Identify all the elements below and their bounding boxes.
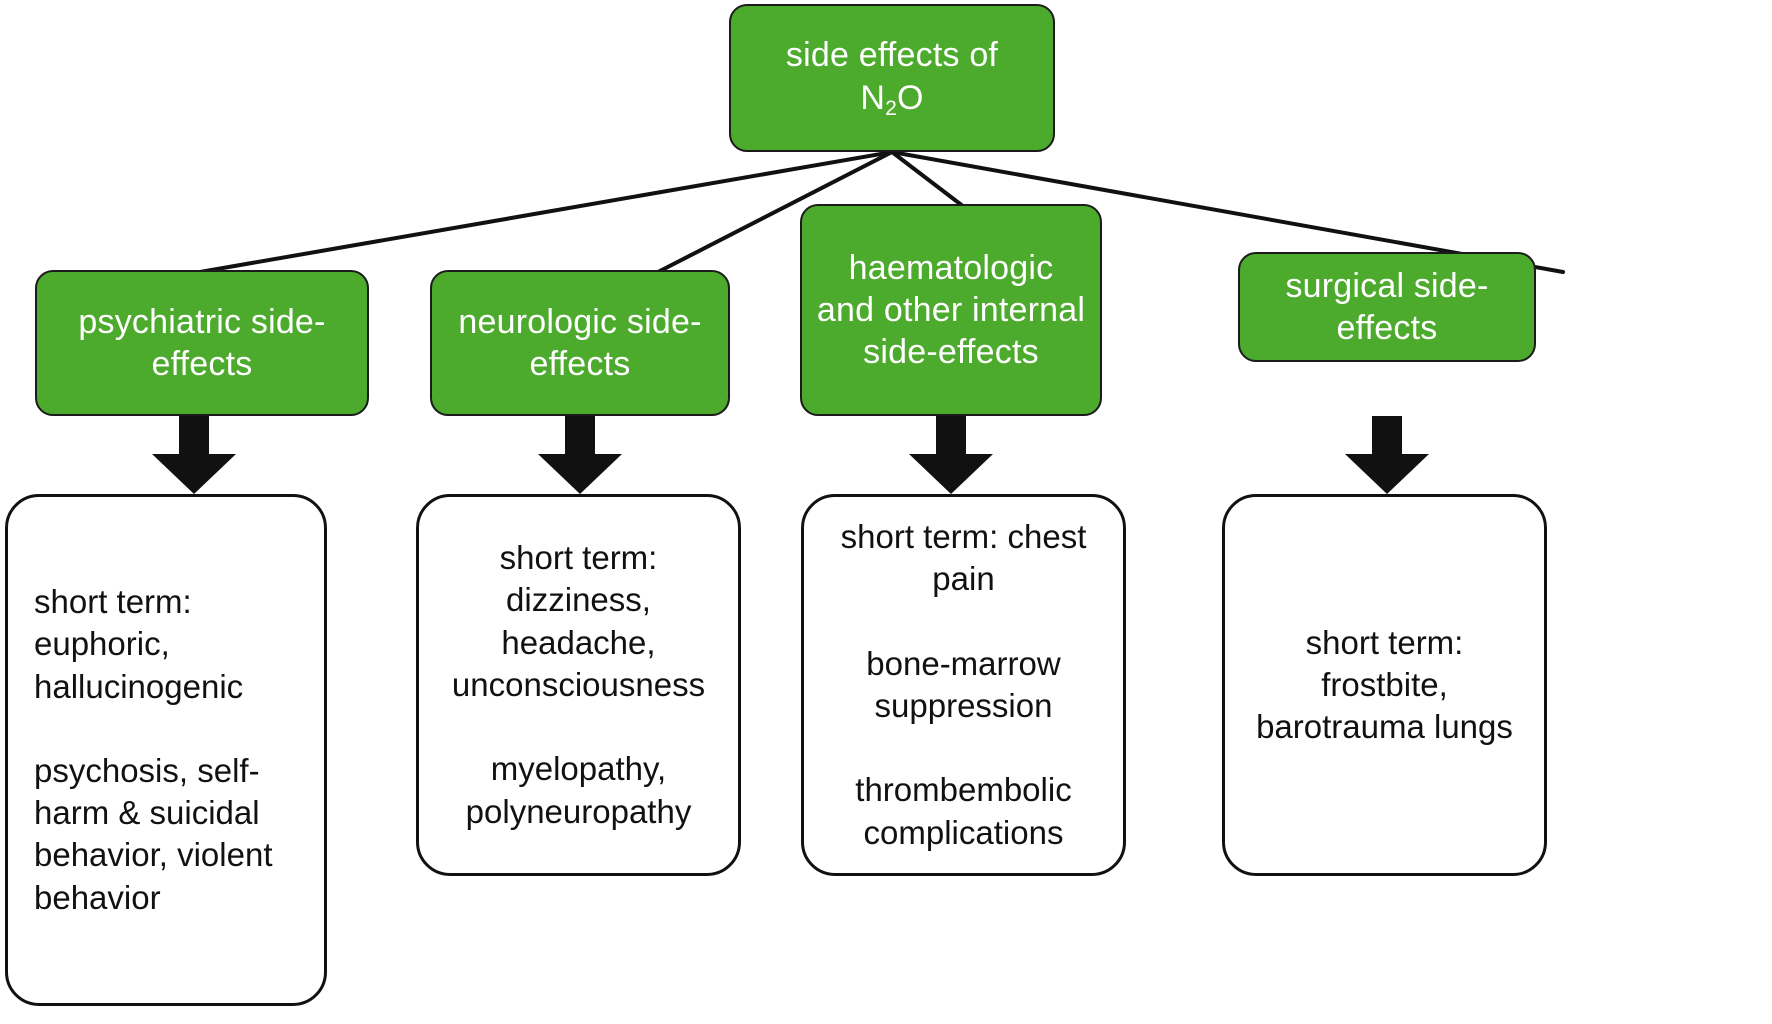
category-label-haematologic: haematologic and other internal side-eff…	[816, 248, 1086, 372]
category-node-surgical[interactable]: surgical side-effects	[1238, 252, 1536, 362]
connector-root-to-psychiatric	[198, 150, 894, 274]
root-node-label: side effects of N2O	[745, 34, 1039, 121]
down-arrow-icon-psychiatric	[152, 416, 236, 494]
detail-node-surgical[interactable]: short term: frostbite, barotrauma lungs	[1222, 494, 1547, 876]
detail-text-haematologic: short term: chest pain bone-marrow suppr…	[840, 518, 1087, 851]
down-arrow-icon-surgical	[1345, 416, 1429, 494]
category-label-surgical: surgical side-effects	[1285, 266, 1489, 347]
detail-node-neurologic[interactable]: short term: dizziness, headache, unconsc…	[416, 494, 741, 876]
root-formula: N2O	[860, 78, 924, 120]
formula-subscript: 2	[885, 96, 898, 120]
category-node-neurologic[interactable]: neurologic side-effects	[430, 270, 730, 416]
category-label-psychiatric: psychiatric side-effects	[78, 302, 326, 383]
category-node-haematologic[interactable]: haematologic and other internal side-eff…	[800, 204, 1102, 416]
detail-text-neurologic: short term: dizziness, headache, unconsc…	[451, 539, 706, 830]
down-arrow-icon-haematologic	[909, 416, 993, 494]
category-node-psychiatric[interactable]: psychiatric side-effects	[35, 270, 369, 416]
detail-node-haematologic[interactable]: short term: chest pain bone-marrow suppr…	[801, 494, 1126, 876]
detail-text-psychiatric: short term: euphoric, hallucinogenic psy…	[34, 583, 273, 916]
root-node[interactable]: side effects of N2O	[729, 4, 1055, 152]
detail-text-surgical: short term: frostbite, barotrauma lungs	[1256, 623, 1513, 746]
down-arrow-icon-neurologic	[538, 416, 622, 494]
root-line-1: side effects of	[785, 36, 999, 75]
category-label-neurologic: neurologic side-effects	[458, 302, 702, 383]
detail-node-psychiatric[interactable]: short term: euphoric, hallucinogenic psy…	[5, 494, 327, 1006]
